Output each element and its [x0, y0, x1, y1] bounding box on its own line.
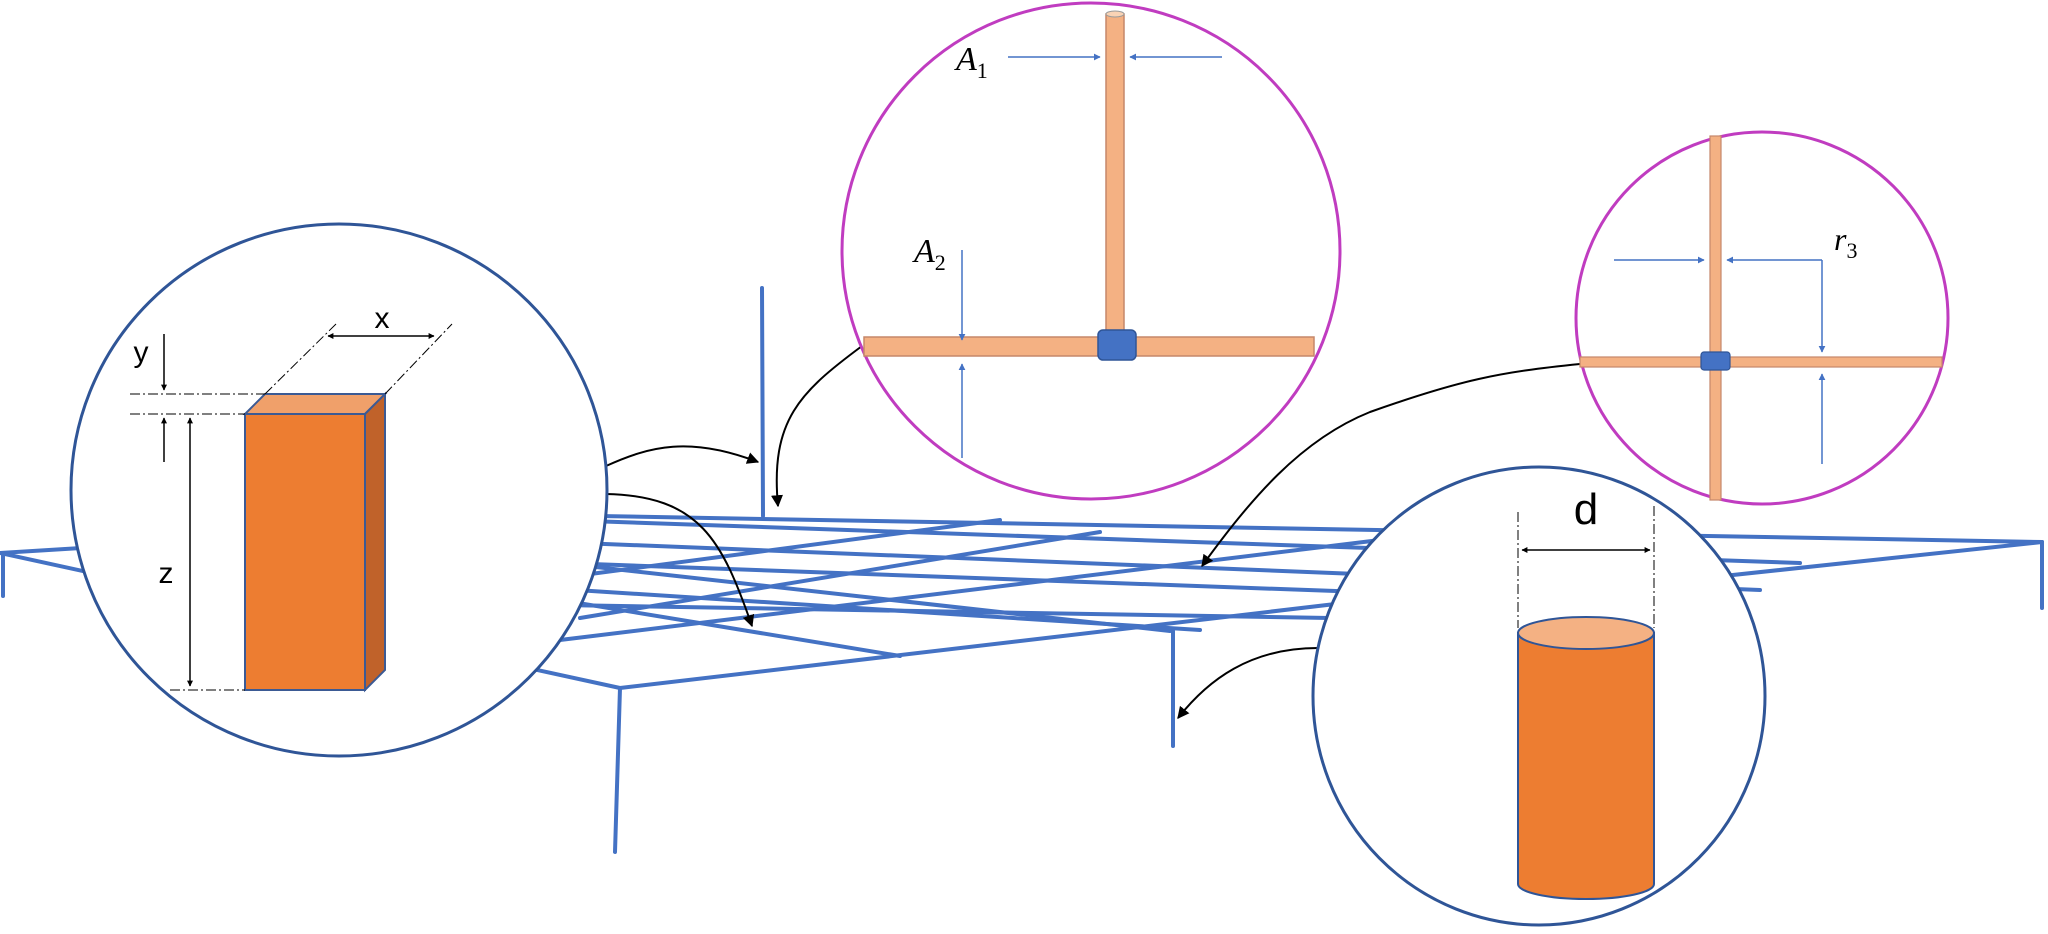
- frame-column: [613, 686, 622, 854]
- area-detail-circle: [840, 1, 1342, 501]
- rect-box-top: [242, 393, 388, 415]
- pointer-arrow-r-detail: [1201, 363, 1581, 567]
- a2-label-main: A: [912, 233, 935, 270]
- area-detail-callout: A1 A2: [840, 1, 1342, 501]
- rect-z-label: z: [159, 557, 174, 590]
- a1-label-sub: 1: [977, 58, 988, 83]
- area-joint: [1097, 329, 1137, 361]
- radius-detail-callout: r3: [1574, 130, 1950, 506]
- frame-beam-cross: [558, 598, 902, 658]
- area-vertical-member: [1105, 13, 1125, 337]
- rect-y-label: y: [134, 336, 149, 369]
- cylinder-d-label: d: [1574, 485, 1598, 534]
- area-horizontal-member: [863, 336, 1315, 357]
- r3-label: r3: [1834, 221, 1857, 263]
- frame-edge-back: [596, 514, 2044, 544]
- cylinder-section-callout: d: [1311, 465, 1767, 927]
- radius-joint: [1700, 351, 1731, 371]
- frame-column: [760, 286, 765, 518]
- cylinder-top: [1517, 616, 1655, 650]
- rect-box-side: [364, 391, 386, 693]
- a1-label: A1: [954, 41, 988, 83]
- a2-label: A2: [912, 233, 946, 275]
- pointer-arrow-rect-to-column: [605, 445, 760, 467]
- frame-beam-cross: [578, 530, 1102, 620]
- rect-section-callout: x y z: [69, 222, 609, 758]
- rect-x-label: x: [375, 302, 390, 335]
- pointer-arrow-rect-to-beam: [605, 493, 755, 628]
- frame-beam-cross: [558, 518, 1002, 580]
- area-vertical-member-top: [1105, 10, 1125, 18]
- pointer-arrow-a-detail: [771, 345, 863, 508]
- pointer-arrows: [605, 345, 1581, 719]
- rect-box-front: [244, 413, 366, 691]
- rect-guide-line: [264, 323, 337, 395]
- pointer-arrow-cyl-detail: [1177, 647, 1319, 719]
- radius-detail-circle: [1574, 130, 1950, 506]
- cylinder-body: [1517, 632, 1655, 900]
- a1-label-main: A: [954, 41, 977, 78]
- frame-beam-cross: [558, 561, 1172, 633]
- radius-vertical-member: [1709, 135, 1722, 501]
- frame-grid: [0, 286, 2044, 854]
- a2-label-sub: 2: [935, 250, 946, 275]
- rect-guide-line: [384, 323, 453, 395]
- frame-beam-row: [558, 603, 1332, 620]
- radius-horizontal-member: [1579, 356, 1943, 368]
- r3-label-sub: 3: [1846, 238, 1857, 263]
- r3-label-main: r: [1834, 221, 1847, 257]
